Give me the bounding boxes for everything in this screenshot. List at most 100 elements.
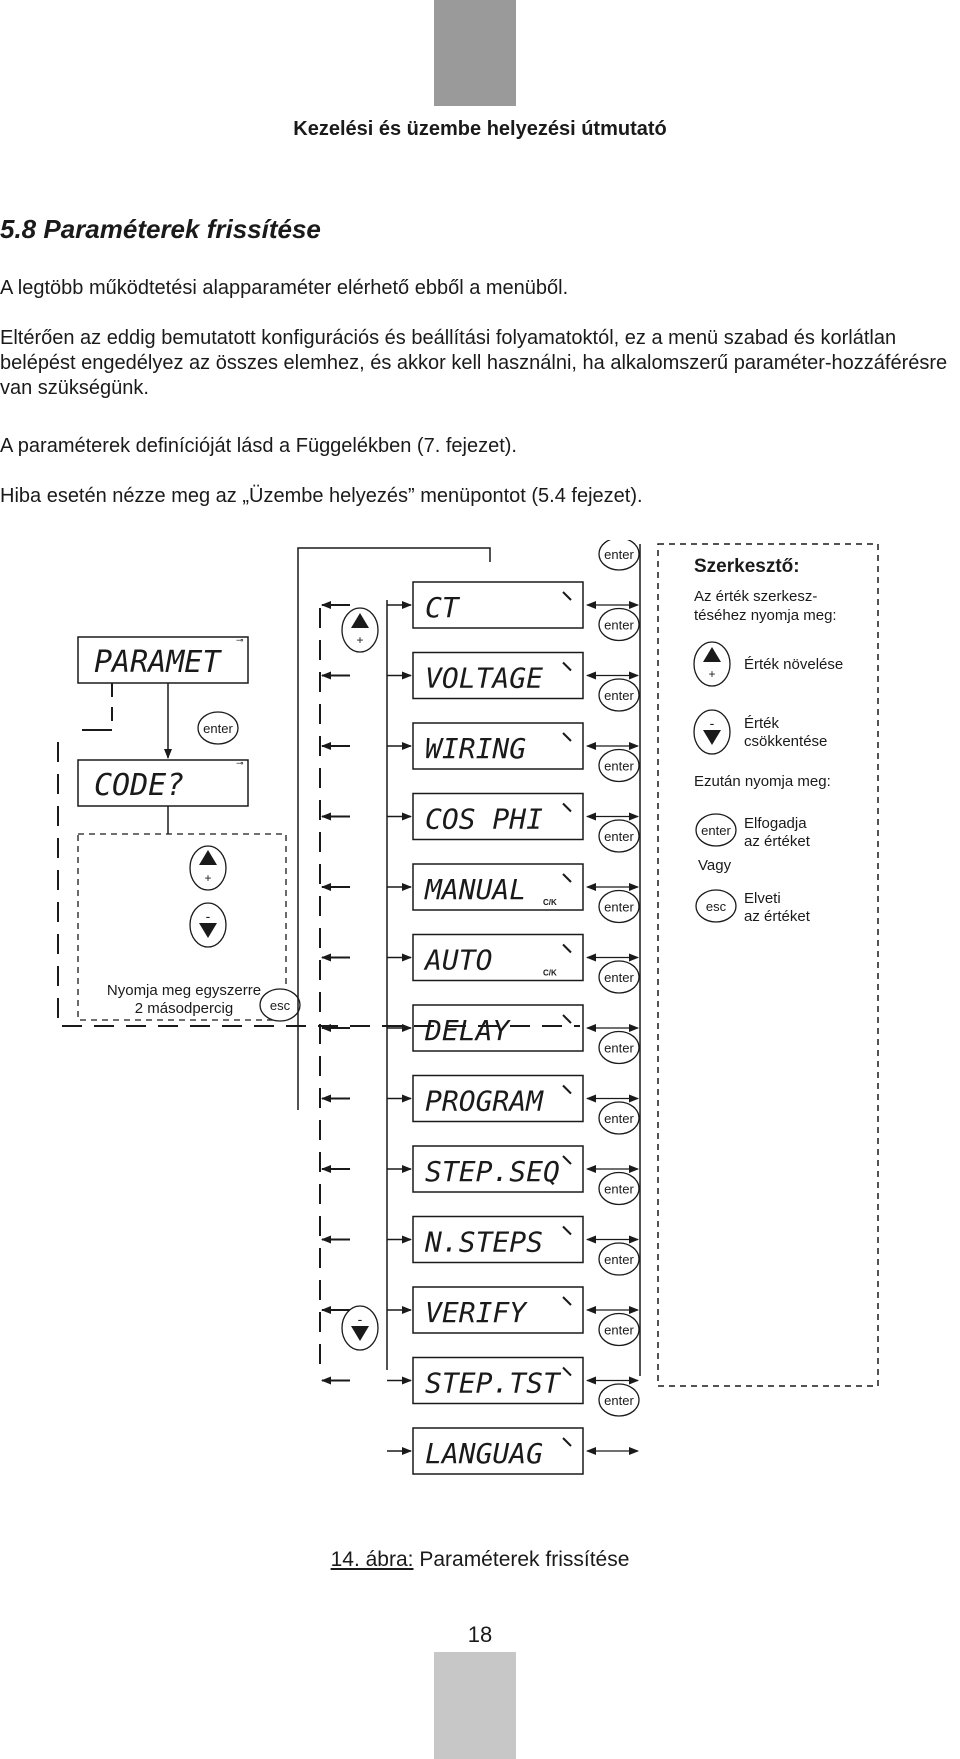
menu-item-display [412, 651, 584, 700]
editor-esc-button[interactable]: esc [695, 889, 737, 923]
editor-reject-1: Elveti [744, 890, 781, 907]
svg-text:enter: enter [604, 1182, 634, 1197]
menu-item-display [412, 933, 584, 982]
entry-connector [297, 547, 491, 1110]
enter-button[interactable]: enter [598, 1101, 640, 1135]
svg-text:enter: enter [604, 618, 634, 633]
svg-text:-: - [710, 715, 715, 731]
menu-item[interactable]: N.STEPS [321, 1215, 639, 1264]
menu-item-display [412, 1145, 584, 1193]
parameter-menu-diagram: PARAMET ⊸ enter CODE? ⊸ + - [0, 537, 960, 1540]
editor-title: Szerkesztő: [694, 556, 800, 577]
svg-text:enter: enter [701, 823, 731, 838]
svg-text:enter: enter [604, 829, 634, 844]
figure-caption: 14. ábra: Paraméterek frissítése [0, 1548, 960, 1572]
enter-button[interactable]: enter [598, 1030, 640, 1065]
code-display [77, 759, 249, 807]
svg-text:enter: enter [203, 721, 233, 736]
editor-increase-button[interactable]: + [693, 641, 731, 687]
enter-button[interactable]: enter [598, 678, 640, 712]
svg-text:esc: esc [706, 899, 727, 914]
enter-button[interactable]: enter [598, 819, 640, 853]
svg-text:enter: enter [604, 688, 634, 703]
menu-item-indicator [562, 1366, 572, 1377]
menu-item-label: WIRING [425, 732, 526, 765]
simultaneous-press-box [77, 833, 287, 1021]
lock-icon: ⊸ [236, 758, 244, 768]
menu-item-ck-tag: C/K [543, 898, 557, 907]
menu-item-indicator [562, 802, 572, 813]
menu-item-label: DELAY [424, 1014, 511, 1047]
svg-text:enter: enter [604, 900, 634, 915]
enter-button[interactable]: enter [598, 960, 640, 994]
paragraph-3: A paraméterek definícióját lásd a Függel… [0, 435, 517, 457]
svg-text:enter: enter [604, 759, 634, 774]
esc-button[interactable]: esc [259, 988, 301, 1022]
svg-text:esc: esc [270, 998, 291, 1013]
menu-item-label: PROGRAM [425, 1085, 544, 1118]
editor-decrease-label-1: Érték [744, 715, 780, 732]
editor-enter-button[interactable]: enter [695, 813, 737, 847]
enter-button[interactable]: enter [598, 1171, 640, 1206]
editor-or-label: Vagy [698, 857, 732, 874]
nav-up-button[interactable]: + [341, 607, 379, 653]
editor-intro-1: Az érték szerkesz- [694, 588, 817, 605]
menu-item[interactable]: COS PHI [321, 792, 639, 841]
menu-item[interactable]: WIRING [321, 722, 639, 770]
menu-item[interactable]: LANGUAG [387, 1427, 639, 1475]
param-display-text: PARAMET [94, 645, 222, 680]
enter-button[interactable]: enter [598, 889, 640, 924]
menu-item-display [412, 792, 584, 841]
enter-button[interactable]: enter [598, 1312, 640, 1347]
enter-button[interactable]: enter [598, 607, 640, 642]
enter-button[interactable]: enter [197, 711, 239, 745]
menu-item-label: VERIFY [425, 1296, 528, 1329]
enter-button[interactable]: enter [598, 748, 640, 783]
editor-section: Szerkesztő: Az érték szerkesz- téséhez n… [693, 556, 843, 925]
svg-text:+: + [356, 633, 363, 647]
press-note-line-2: 2 másodpercig [135, 1000, 233, 1017]
editor-decrease-button[interactable]: - [693, 709, 731, 755]
code-display-text: CODE? [94, 768, 184, 803]
menu-item-indicator [562, 591, 572, 601]
menu-item-label: LANGUAG [425, 1437, 543, 1470]
nav-down-button[interactable]: - [341, 1305, 379, 1351]
page-tab-bottom [434, 1652, 516, 1759]
menu-item[interactable]: PROGRAM [321, 1074, 639, 1123]
menu-item-indicator [562, 1225, 572, 1236]
figure-caption-text: Paraméterek frissítése [413, 1548, 630, 1571]
paragraph-1: A legtöbb működtetési alapparaméter elér… [0, 277, 569, 299]
editor-panel [657, 543, 879, 1387]
menu-item[interactable]: VOLTAGE [321, 651, 639, 700]
menu-item-display [412, 1427, 584, 1475]
editor-accept-2: az értéket [744, 833, 811, 850]
enter-button[interactable]: enter [598, 1242, 640, 1276]
menu-item-label: STEP.TST [425, 1367, 562, 1400]
menu-item[interactable]: DELAY [321, 1004, 639, 1052]
up-plus-button[interactable]: + [189, 845, 227, 891]
menu-item[interactable]: STEP.TST [321, 1356, 639, 1405]
enter-button[interactable]: enter [598, 1383, 640, 1417]
figure-label: 14. ábra: [330, 1548, 414, 1571]
menu-item-label: AUTO [423, 944, 492, 977]
svg-text:enter: enter [604, 970, 634, 985]
page-tab-top [434, 0, 516, 106]
down-minus-button[interactable]: - [189, 902, 227, 948]
svg-text:enter: enter [604, 1323, 634, 1338]
menu-item-indicator [562, 661, 572, 672]
editor-increase-label: Érték növelése [744, 656, 843, 673]
menu-item-display [412, 1074, 584, 1123]
menu-item[interactable]: CT [321, 581, 639, 629]
page-number: 18 [467, 1622, 493, 1647]
menu-item-display [412, 722, 584, 770]
svg-text:enter: enter [604, 1111, 634, 1126]
menu-item-label: MANUAL [424, 873, 526, 906]
menu-item[interactable]: VERIFY [321, 1286, 639, 1334]
menu-item[interactable]: MANUAL C/K [321, 863, 639, 911]
menu-item-display [412, 1004, 584, 1052]
enter-button[interactable]: enter [598, 537, 640, 571]
editor-accept-1: Elfogadja [744, 815, 807, 832]
menu-item[interactable]: STEP.SEQ [321, 1145, 639, 1193]
